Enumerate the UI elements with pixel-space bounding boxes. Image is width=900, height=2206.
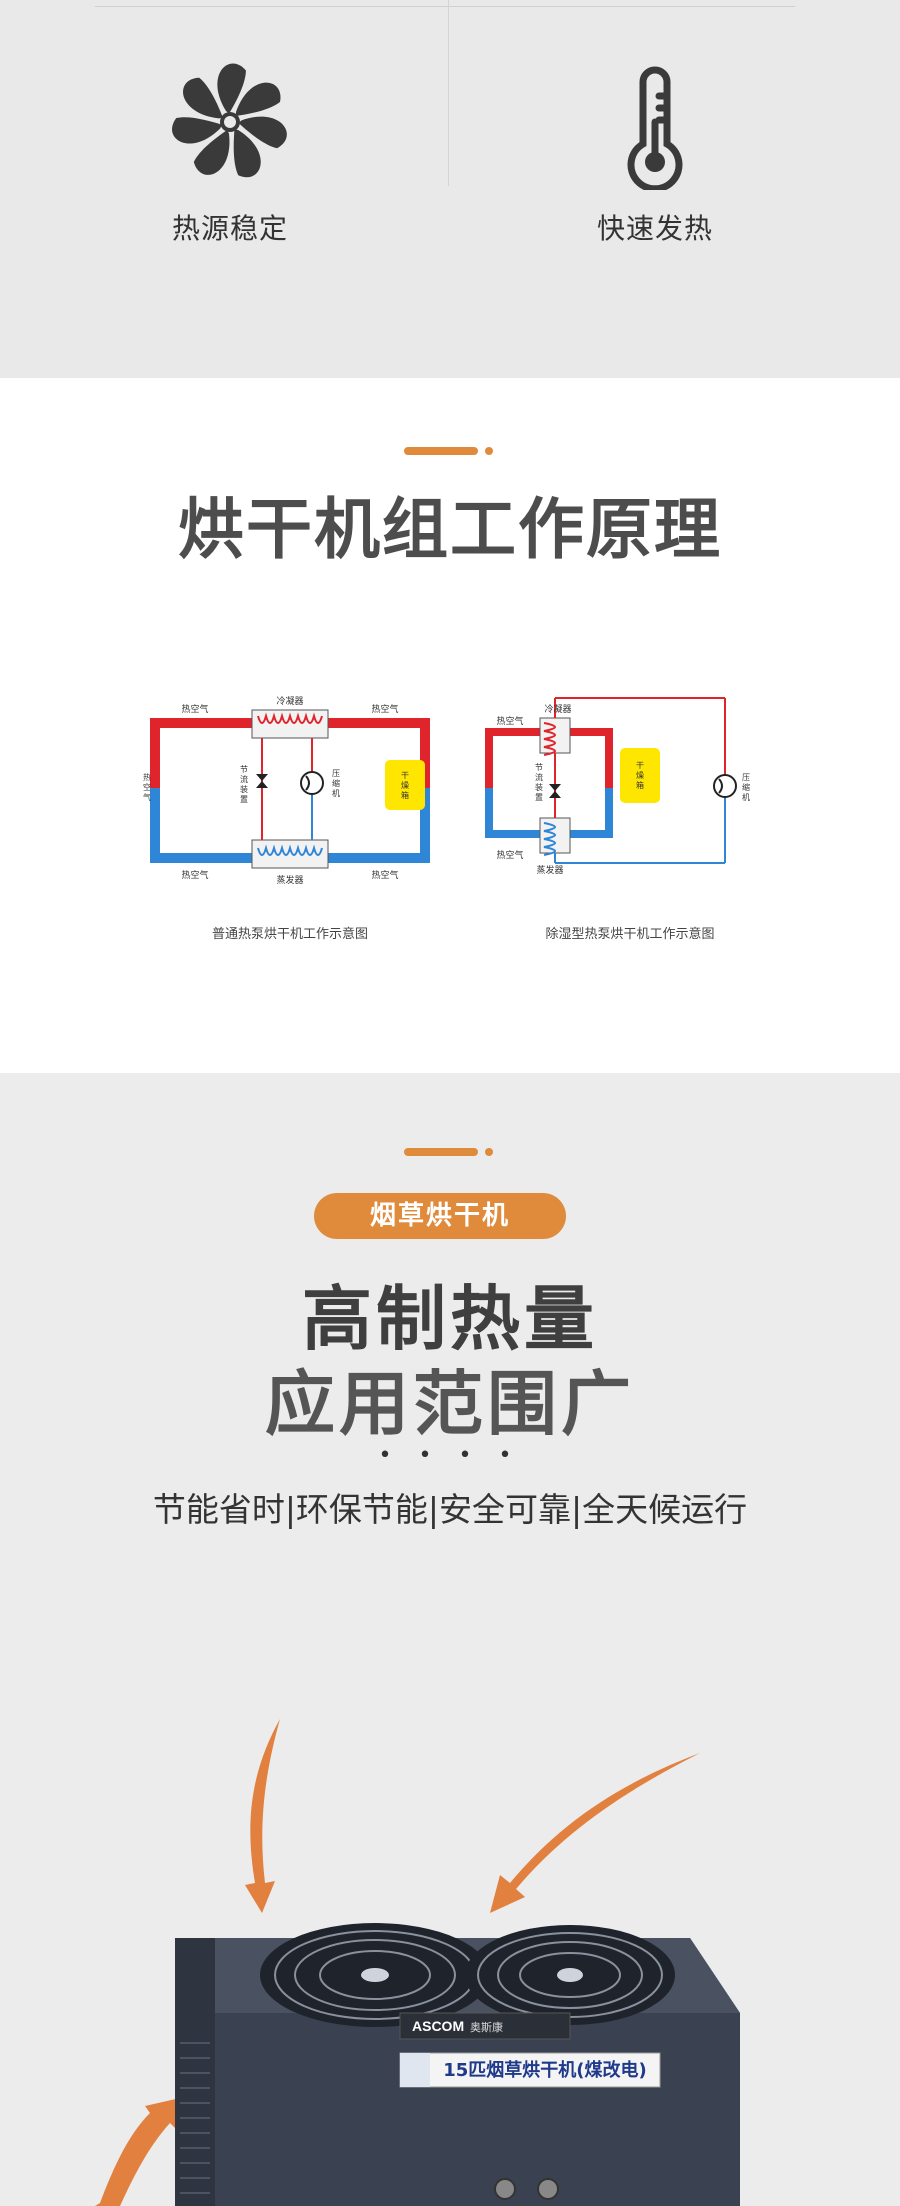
dryer-unit-image: ASCOM 奥斯康 15匹烟草烘干机(煤改电): [95, 1719, 740, 2206]
separator-dots: • • • •: [378, 1443, 522, 1468]
principle-section: 烘干机组工作原理 干 燥 箱 冷凝器 蒸发器 热空气 热空气: [0, 378, 900, 1073]
accent-decoration: [404, 445, 496, 457]
product-tag: 烟草烘干机: [314, 1193, 566, 1239]
svg-text:ASCOM: ASCOM: [412, 2018, 464, 2034]
svg-text:压: 压: [332, 769, 340, 778]
svg-text:压: 压: [742, 773, 750, 782]
svg-text:流: 流: [240, 774, 248, 784]
svg-text:燥: 燥: [636, 771, 644, 780]
svg-text:装: 装: [535, 782, 543, 792]
svg-text:热空气: 热空气: [371, 869, 398, 881]
svg-text:热空气: 热空气: [496, 849, 523, 861]
product-features: 节能省时|环保节能|安全可靠|全天候运行: [152, 1490, 748, 1529]
svg-text:干: 干: [636, 761, 644, 770]
svg-text:缩: 缩: [332, 778, 340, 788]
svg-text:冷凝器: 冷凝器: [544, 703, 571, 715]
svg-text:蒸发器: 蒸发器: [276, 874, 303, 886]
svg-text:冷凝器: 冷凝器: [276, 695, 303, 707]
svg-text:热: 热: [143, 772, 151, 782]
svg-text:热空气: 热空气: [181, 869, 208, 881]
svg-text:15匹烟草烘干机(煤改电): 15匹烟草烘干机(煤改电): [443, 2059, 647, 2081]
feature-label: 热源稳定: [171, 212, 288, 245]
svg-text:热空气: 热空气: [371, 703, 398, 715]
dehumidify-heat-pump-diagram: 干 燥 箱 冷凝器 蒸发器 热空气 热空气 节 流 装 置 压 缩 机: [485, 697, 750, 876]
svg-text:气: 气: [143, 792, 151, 802]
product-section: 烟草烘干机 高制热量 应用范围广 • • • • 节能省时|环保节能|安全可靠|…: [0, 1073, 900, 2206]
fan-icon: [167, 57, 293, 181]
svg-text:置: 置: [240, 795, 248, 804]
svg-text:机: 机: [742, 792, 750, 802]
feature-label: 快速发热: [596, 212, 713, 245]
svg-text:机: 机: [332, 788, 340, 798]
feature-stable-heat: 热源稳定: [100, 57, 360, 245]
svg-text:干: 干: [401, 771, 409, 780]
svg-text:置: 置: [535, 793, 543, 802]
features-section: 热源稳定 快速发热: [0, 0, 900, 378]
section-title: 烘干机组工作原理: [178, 491, 722, 568]
headline: 高制热量: [302, 1278, 598, 1360]
svg-text:奥斯康: 奥斯康: [470, 2020, 503, 2034]
svg-text:空: 空: [143, 782, 151, 792]
divider: [95, 6, 795, 7]
thermometer-icon: [627, 66, 683, 193]
accent-decoration: [404, 1146, 496, 1158]
svg-text:箱: 箱: [636, 780, 644, 790]
diagram-caption: 普通热泵烘干机工作示意图: [211, 927, 368, 942]
svg-text:缩: 缩: [742, 782, 750, 792]
diagram-caption: 除湿型热泵烘干机工作示意图: [545, 927, 715, 942]
svg-text:箱: 箱: [401, 790, 409, 800]
feature-fast-heat: 快速发热: [525, 60, 785, 245]
svg-text:流: 流: [535, 772, 543, 782]
svg-text:蒸发器: 蒸发器: [536, 864, 563, 876]
heat-pump-diagram: 干 燥 箱 冷凝器 蒸发器 热空气 热空气 热空气 热空气 热 空 气 节 流 …: [143, 695, 430, 886]
svg-text:热空气: 热空气: [181, 703, 208, 715]
svg-text:节: 节: [535, 763, 543, 772]
svg-text:装: 装: [240, 784, 248, 794]
svg-text:热空气: 热空气: [496, 715, 523, 727]
fan-icon: [260, 1923, 490, 2027]
subheadline: 应用范围广: [265, 1363, 635, 1445]
svg-text:燥: 燥: [401, 781, 409, 790]
svg-text:节: 节: [240, 765, 248, 774]
divider: [448, 0, 449, 186]
